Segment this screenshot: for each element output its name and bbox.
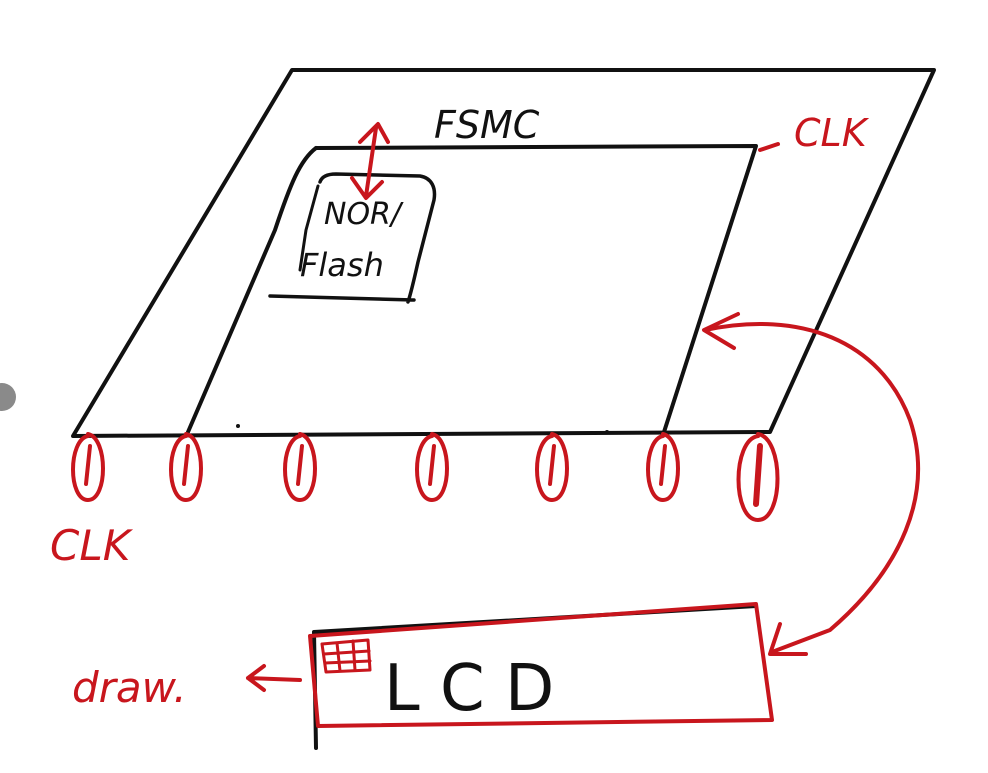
nor-label: NOR/ xyxy=(324,197,404,232)
pin-1-stem xyxy=(84,444,92,486)
pin-3-stem xyxy=(296,444,304,486)
draw-arrow xyxy=(246,664,302,692)
pin-row xyxy=(71,432,780,522)
edge-mark xyxy=(605,430,609,434)
clk-top-mark xyxy=(758,142,780,152)
fsmc-lcd-curved-arrow xyxy=(703,322,920,654)
pin-7 xyxy=(736,432,780,522)
edge-dot xyxy=(0,383,16,411)
pin-7-stem xyxy=(753,443,763,507)
pin-5-stem xyxy=(548,444,556,486)
pin-5 xyxy=(535,432,569,502)
clk-top-label: CLK xyxy=(794,111,870,155)
pin-4-stem xyxy=(428,444,436,486)
fsmc-block-outline xyxy=(186,144,758,434)
pin-2 xyxy=(169,432,203,502)
flash-label: Flash xyxy=(300,246,384,284)
lcd-red-outline xyxy=(308,602,774,728)
pin-4 xyxy=(415,432,449,502)
fsmc-lcd-arrowhead-bottom xyxy=(768,622,808,656)
lcd-pixel-grid xyxy=(320,638,372,674)
nor-flash-left-edge xyxy=(298,184,320,272)
draw-label: draw. xyxy=(72,663,187,712)
lcd-label: L C D xyxy=(384,652,554,726)
fsmc-lcd-arrowhead-top xyxy=(702,312,740,350)
clk-bottom-label: CLK xyxy=(50,521,134,570)
pin-1 xyxy=(71,432,105,502)
pin-6-stem xyxy=(659,444,667,486)
fsmc-label: FSMC xyxy=(434,103,540,147)
chip-board-outline xyxy=(71,68,936,438)
pin-6 xyxy=(646,432,680,502)
edge-mark xyxy=(236,424,240,428)
nor-flash-box xyxy=(268,172,437,304)
fsmc-nor-double-arrow xyxy=(350,122,390,200)
pin-3 xyxy=(283,432,317,502)
pin-2-stem xyxy=(182,444,190,486)
